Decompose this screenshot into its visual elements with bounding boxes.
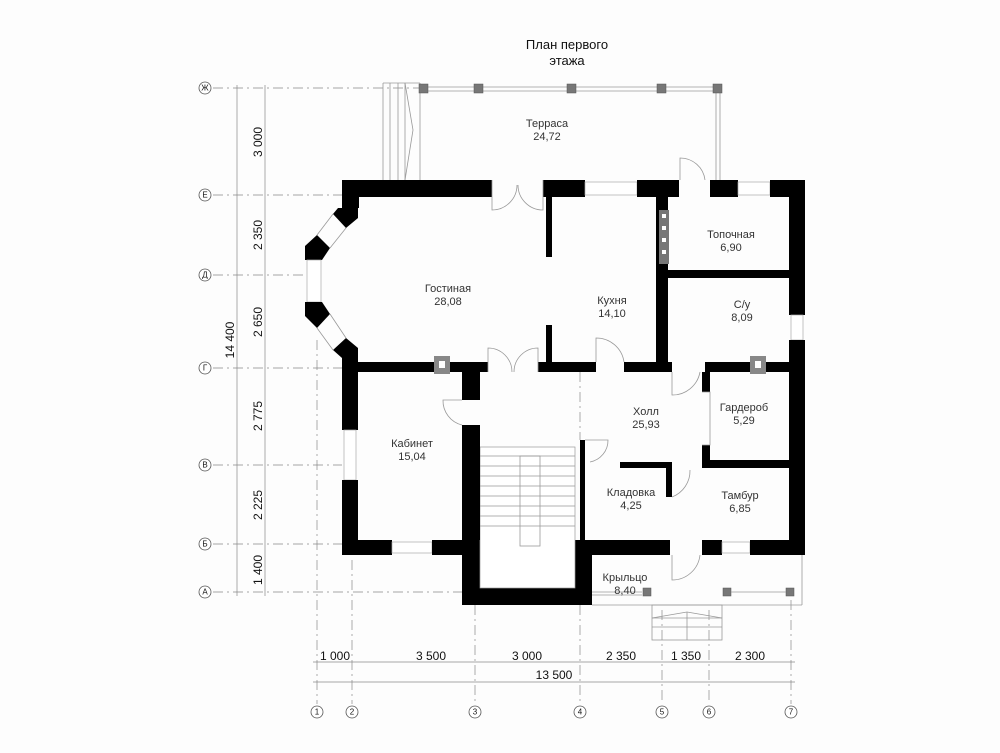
plan-title-line1: План первого [526,37,608,52]
room-name: Гостиная [425,283,471,295]
room-area: 8,40 [614,585,635,597]
plan-title-line2: этажа [549,53,585,68]
dim-text: 1 400 [251,555,265,585]
col-axis-label: 7 [789,708,794,717]
column-axis-markers: 1 2 3 4 5 6 7 [310,705,798,719]
dim-text: 3 000 [512,649,542,663]
dim-text: 1 350 [671,649,701,663]
row-axis-label: Г [203,364,208,373]
col-axis-label: 1 [315,708,320,717]
room-area: 24,72 [533,131,561,143]
col-axis-label: 3 [473,708,478,717]
room-area: 14,10 [598,308,626,320]
staircase [480,455,575,547]
room-name: Гардероб [720,402,768,414]
terrace [382,82,723,181]
axis-grid [213,87,792,704]
col-axis-label: 4 [578,708,583,717]
room-area: 15,04 [398,451,426,463]
row-axis-label: Б [202,540,207,549]
vertical-dimensions: 3 000 2 350 2 650 2 775 2 225 1 400 14 4… [223,127,265,585]
col-axis-label: 5 [660,708,665,717]
horizontal-dimensions: 1 000 3 500 3 000 2 350 1 350 2 300 13 5… [320,649,765,682]
col-axis-label: 6 [707,708,712,717]
room-name: Тамбур [721,490,758,502]
row-axis-label: В [202,461,207,470]
porch [592,555,803,641]
dim-text: 3 000 [251,127,265,157]
room-area: 5,29 [733,415,754,427]
dim-text: 1 000 [320,649,350,663]
dim-total-text: 13 500 [536,668,573,682]
room-area: 28,08 [434,296,462,308]
room-bathroom: С/у8,09 [731,299,752,324]
dim-text: 2 775 [251,401,265,431]
dim-total-text: 14 400 [223,321,237,358]
room-area: 8,09 [731,312,752,324]
room-name: Кладовка [607,487,656,499]
dim-text: 2 650 [251,307,265,337]
room-area: 4,25 [620,500,641,512]
row-axis-label: Д [202,271,208,280]
room-name: Крыльцо [603,572,648,584]
row-axis-label: Е [202,191,207,200]
doors [442,157,711,581]
row-axis-markers: Ж Е Д Г В Б А [198,81,212,599]
dimension-lines [236,85,795,683]
dim-text: 2 350 [606,649,636,663]
dim-text: 2 225 [251,490,265,520]
dim-text: 3 500 [416,649,446,663]
room-name: Кухня [597,295,626,307]
room-name: Терраса [526,118,569,130]
room-name: Кабинет [391,438,433,450]
row-axis-label: А [202,588,208,597]
room-area: 25,93 [632,419,660,431]
walls [305,180,805,605]
row-axis-label: Ж [201,84,209,93]
room-name: Топочная [707,229,755,241]
col-axis-label: 2 [350,708,355,717]
room-area: 6,90 [720,242,741,254]
dim-text: 2 350 [251,220,265,250]
room-name: С/у [734,299,751,311]
room-area: 6,85 [729,503,750,515]
dim-text: 2 300 [735,649,765,663]
room-name: Холл [633,406,659,418]
